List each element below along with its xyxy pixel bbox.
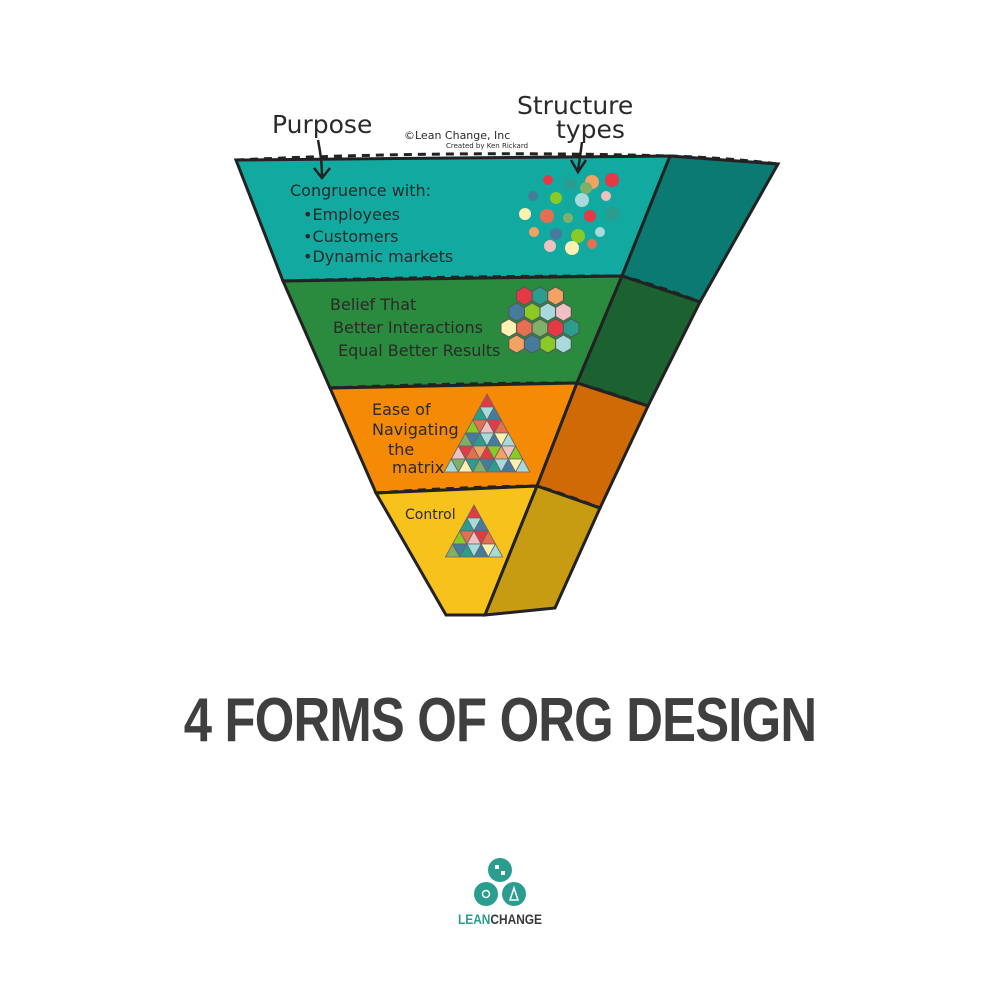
layer-1-line-1: Congruence with: xyxy=(290,181,431,200)
layer-3-line-4: matrix xyxy=(392,458,444,477)
logo-word-change: CHANGE xyxy=(490,911,542,927)
purpose-label: Purpose xyxy=(272,110,372,139)
network-dot xyxy=(584,210,596,222)
network-dot xyxy=(595,227,605,237)
hexagon xyxy=(555,302,572,322)
purpose-arrow xyxy=(313,139,331,181)
network-dot xyxy=(605,173,619,187)
triangle-tile xyxy=(487,543,504,558)
layer-4-side xyxy=(482,484,603,617)
network-dot xyxy=(564,178,576,190)
network-dot xyxy=(580,182,592,194)
hexagon xyxy=(562,318,580,338)
network-dot xyxy=(519,208,531,220)
funnel-diagram: Purpose ©Lean Change, Inc Created by Ken… xyxy=(233,91,781,617)
hexagon xyxy=(531,286,549,306)
layer-1-text: Congruence with: •Employees •Customers •… xyxy=(290,181,453,266)
network-dot xyxy=(550,192,562,204)
hexagon xyxy=(555,334,572,354)
layer-1-line-3: •Customers xyxy=(303,227,399,246)
network-dot xyxy=(575,193,589,207)
network-dot xyxy=(571,229,585,243)
structure-types-label: Structure xyxy=(517,91,633,120)
network-dot xyxy=(540,209,554,223)
hexagon xyxy=(539,334,557,354)
layer-3-text: Ease of Navigating the matrix xyxy=(372,400,459,477)
copyright-label: ©Lean Change, Inc xyxy=(404,129,510,142)
network-dot xyxy=(528,191,538,201)
hexagon xyxy=(547,318,564,338)
network-dot xyxy=(543,175,553,185)
structure-arrow xyxy=(569,141,588,175)
layer-1-line-2: •Employees xyxy=(303,205,400,224)
hexagon xyxy=(547,286,564,306)
hexagon xyxy=(523,334,541,354)
matrix-pyramid-icon xyxy=(443,393,531,473)
network-dot xyxy=(544,240,556,252)
triangle-tile xyxy=(514,458,531,473)
network-dot xyxy=(563,213,573,223)
layer-2-line-3: Equal Better Results xyxy=(338,341,500,360)
headline: 4 FORMS OF ORG DESIGN xyxy=(183,686,817,755)
hexagon xyxy=(516,286,533,306)
layer-3-line-3: the xyxy=(388,440,414,459)
network-dot xyxy=(550,228,562,240)
structure-types-label-2: types xyxy=(556,115,625,144)
created-by-label: Created by Ken Rickard xyxy=(446,142,528,150)
hexagon xyxy=(500,318,518,338)
network-dot xyxy=(587,239,597,249)
hexagon xyxy=(539,302,557,322)
network-dot xyxy=(565,241,579,255)
layer-dividers xyxy=(235,152,779,510)
layer-4-text: Control xyxy=(405,507,456,523)
hierarchy-pyramid-icon xyxy=(444,504,504,558)
layer-3-line-2: Navigating xyxy=(372,420,459,439)
network-dot xyxy=(605,207,619,221)
hexagon xyxy=(531,318,549,338)
hexagon xyxy=(508,302,525,322)
layer-1-line-4: •Dynamic markets xyxy=(303,247,453,266)
hexagon xyxy=(523,302,541,322)
hexagon xyxy=(508,334,525,354)
logo-mark-icon xyxy=(474,858,526,906)
layer-2-line-2: Better Interactions xyxy=(333,318,483,337)
layer-4-line-1: Control xyxy=(405,507,456,523)
network-dot xyxy=(529,227,539,237)
network-dot xyxy=(601,191,611,201)
layer-2-text: Belief That Better Interactions Equal Be… xyxy=(330,295,500,360)
logo-wordmark: LEANCHANGE xyxy=(458,911,543,927)
layer-3-line-1: Ease of xyxy=(372,400,431,419)
logo-word-lean: LEAN xyxy=(458,911,491,927)
network-dots-icon xyxy=(519,173,619,255)
hexagon-cluster-icon xyxy=(500,286,580,354)
leanchange-logo: LEANCHANGE xyxy=(450,855,550,935)
layer-2-line-1: Belief That xyxy=(330,295,416,314)
hexagon xyxy=(516,318,533,338)
